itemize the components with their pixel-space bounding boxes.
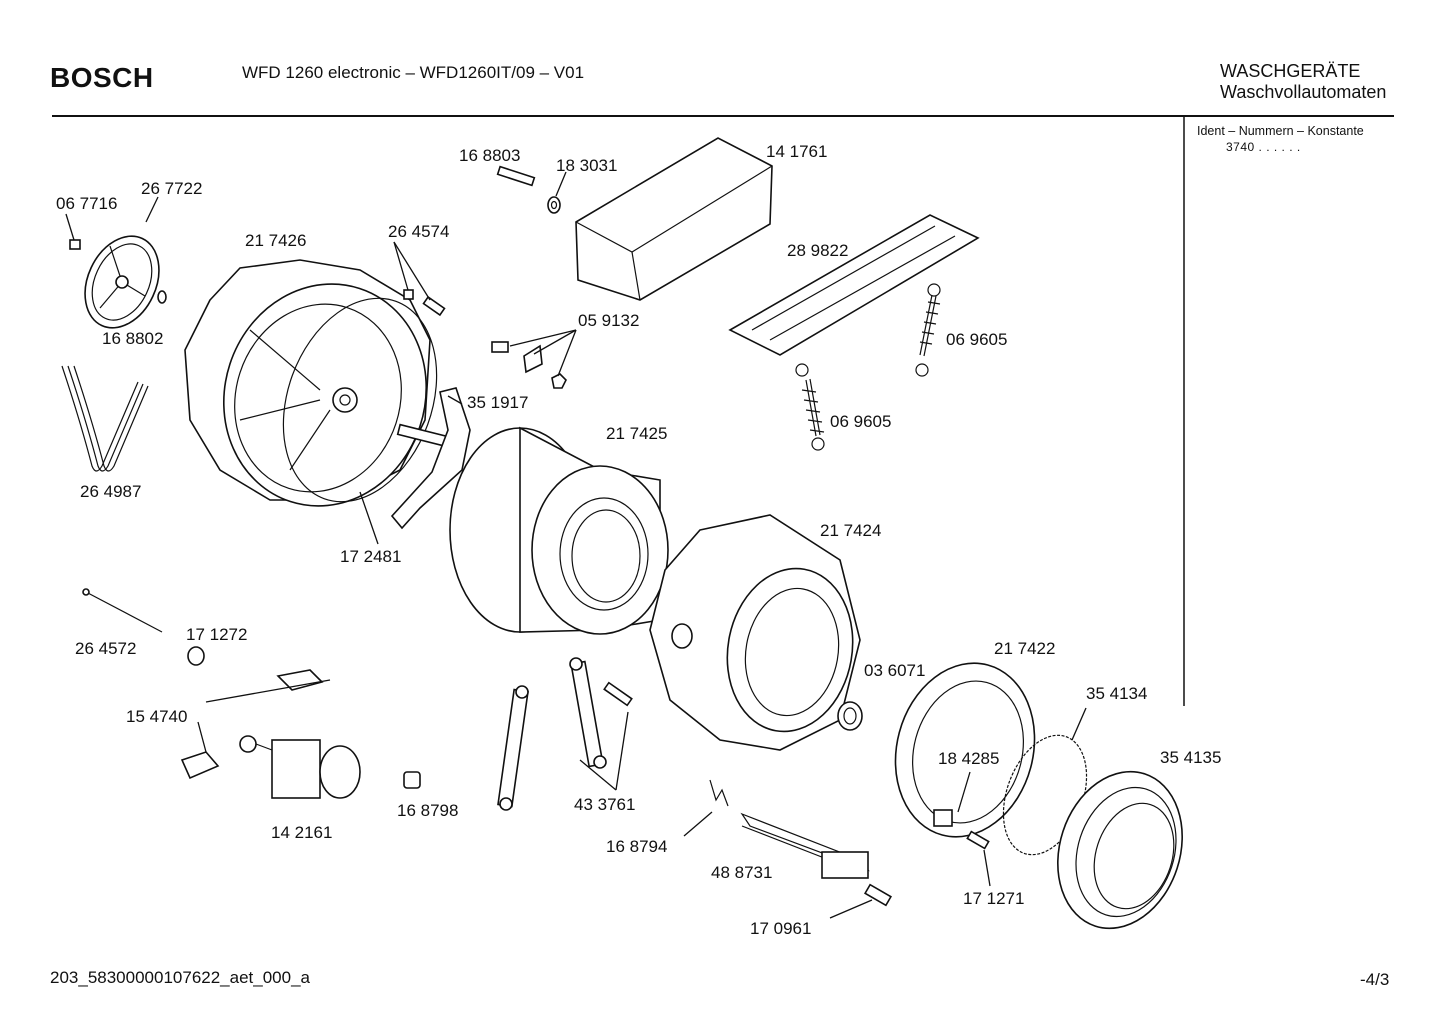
connector-part <box>276 669 324 691</box>
part-number-label: 16 8803 <box>459 146 520 165</box>
part-number-label: 17 1272 <box>186 625 247 644</box>
part-number-label: 14 2161 <box>271 823 332 842</box>
part-number-label: 21 7425 <box>606 424 667 443</box>
part-number-label: 48 8731 <box>711 863 772 882</box>
grommet-part <box>403 771 421 789</box>
sealing-ring-part <box>837 701 863 731</box>
page-number: -4/3 <box>1360 970 1390 989</box>
part-number-label: 05 9132 <box>578 311 639 330</box>
part-number-label: 18 3031 <box>556 156 617 175</box>
screw-part <box>966 830 990 850</box>
shock-absorber-part <box>569 657 607 769</box>
part-number-label: 28 9822 <box>787 241 848 260</box>
part-number-label: 35 4134 <box>1086 684 1147 703</box>
part-number-label: 06 7716 <box>56 194 117 213</box>
drive-belt-part <box>61 365 149 472</box>
tension-rod-part <box>82 588 163 633</box>
counterweight-part <box>575 137 773 301</box>
heating-element-part <box>740 812 870 879</box>
screw-part <box>69 239 81 250</box>
drain-pump-part <box>239 735 361 799</box>
part-number-label: 06 9605 <box>830 412 891 431</box>
connector-part <box>180 751 220 780</box>
washer-part <box>523 344 543 374</box>
part-number-label: 17 1271 <box>963 889 1024 908</box>
part-number-label: 21 7424 <box>820 521 881 540</box>
nut-part <box>551 373 567 389</box>
screw-part <box>491 341 509 353</box>
part-number-label: 26 7722 <box>141 179 202 198</box>
bolt-part <box>603 681 633 707</box>
drum-spider-part <box>390 387 471 530</box>
part-number-label: 17 0961 <box>750 919 811 938</box>
part-number-label: 16 8798 <box>397 801 458 820</box>
nut-part <box>187 646 205 666</box>
part-number-label: 26 4574 <box>388 222 449 241</box>
leader-lines <box>65 171 1087 919</box>
clip-part <box>709 779 729 807</box>
part-number-label: 26 4572 <box>75 639 136 658</box>
part-number-label: 35 1917 <box>467 393 528 412</box>
brand-logo: BOSCH <box>50 62 154 93</box>
spring-part <box>915 283 941 377</box>
door-gasket-part <box>1057 770 1183 930</box>
front-tub-part <box>649 514 861 751</box>
rear-tub-part <box>184 259 431 507</box>
part-number-label: 16 8802 <box>102 329 163 348</box>
model-line: WFD 1260 electronic – WFD1260IT/09 – V01 <box>242 63 585 82</box>
tub-seal-ring-part <box>282 297 438 503</box>
part-number-label: 21 7422 <box>994 639 1055 658</box>
part-number-label: 15 4740 <box>126 707 187 726</box>
part-number-label: 18 4285 <box>938 749 999 768</box>
part-number-label: 14 1761 <box>766 142 827 161</box>
part-number-label: 21 7426 <box>245 231 306 250</box>
washer-part <box>547 196 561 214</box>
category-title: WASCHGERÄTE <box>1220 61 1361 81</box>
part-number-label: 35 4135 <box>1160 748 1221 767</box>
pulley-part <box>84 235 160 329</box>
shock-absorber-part <box>497 685 529 811</box>
part-number-label: 17 2481 <box>340 547 401 566</box>
part-number-label: 16 8794 <box>606 837 667 856</box>
drum-part <box>449 426 669 635</box>
screw-part <box>403 289 446 317</box>
spring-part <box>795 363 825 451</box>
ident-heading: Ident – Nummern – Konstante <box>1197 124 1364 138</box>
bracket-part <box>933 809 953 827</box>
sensor-part <box>864 883 892 907</box>
cross-brace-part <box>728 214 980 356</box>
ident-value: 3740 . . . . . . <box>1226 140 1301 154</box>
drawing-code: 203_58300000107622_aet_000_a <box>50 968 310 987</box>
part-number-label: 26 4987 <box>80 482 141 501</box>
screw-part <box>496 165 536 187</box>
category-subtitle: Waschvollautomaten <box>1220 82 1387 102</box>
part-number-label: 06 9605 <box>946 330 1007 349</box>
part-number-label: 03 6071 <box>864 661 925 680</box>
part-number-label: 43 3761 <box>574 795 635 814</box>
washer-part <box>157 290 167 304</box>
